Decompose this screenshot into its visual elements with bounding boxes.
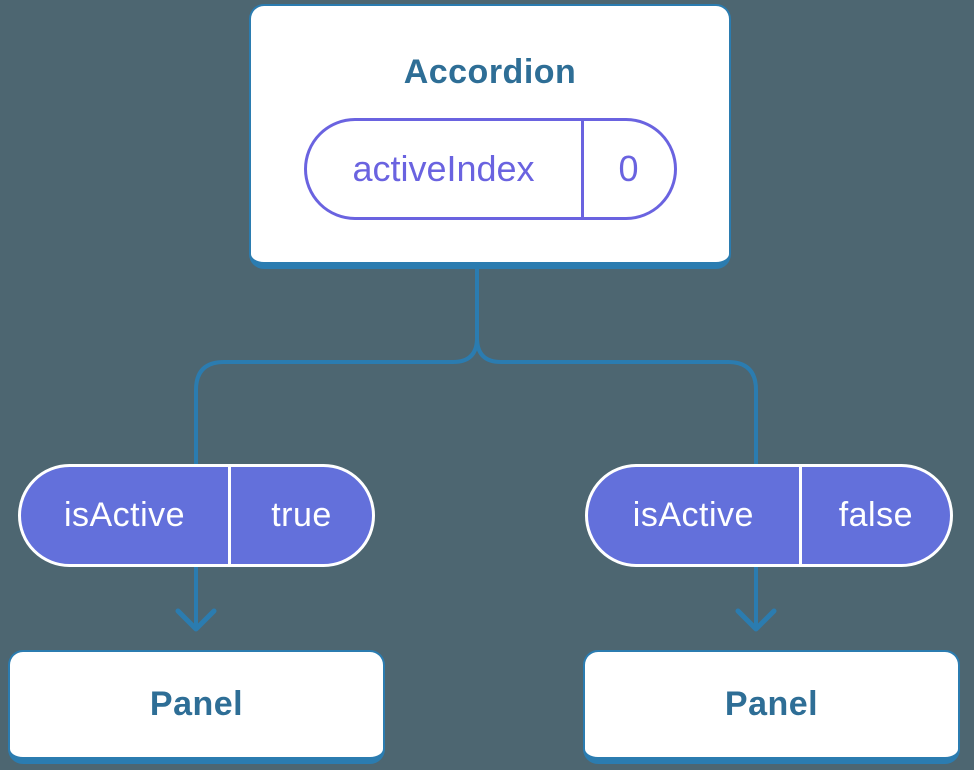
prop-name: isActive — [588, 467, 802, 564]
connector-left-branch — [194, 258, 479, 628]
arrow-down-icon — [735, 608, 777, 632]
component-title: Panel — [149, 685, 244, 723]
component-title: Accordion — [403, 53, 577, 91]
accordion-component-box: Accordion activeIndex 0 — [249, 4, 731, 269]
prop-value: true — [271, 496, 332, 534]
prop-value: false — [838, 496, 914, 534]
prop-pill: isActive true — [18, 464, 375, 567]
panel-component-box: Panel — [583, 650, 960, 764]
state-pill: activeIndex 0 — [303, 118, 677, 220]
prop-pill: isActive false — [585, 464, 953, 567]
prop-name: isActive — [21, 467, 232, 564]
state-value: 0 — [618, 148, 639, 189]
connector-right-branch — [475, 258, 758, 628]
arrow-down-icon — [175, 608, 217, 632]
panel-component-box: Panel — [8, 650, 385, 764]
component-title: Panel — [724, 685, 819, 723]
state-name: activeIndex — [307, 121, 584, 217]
